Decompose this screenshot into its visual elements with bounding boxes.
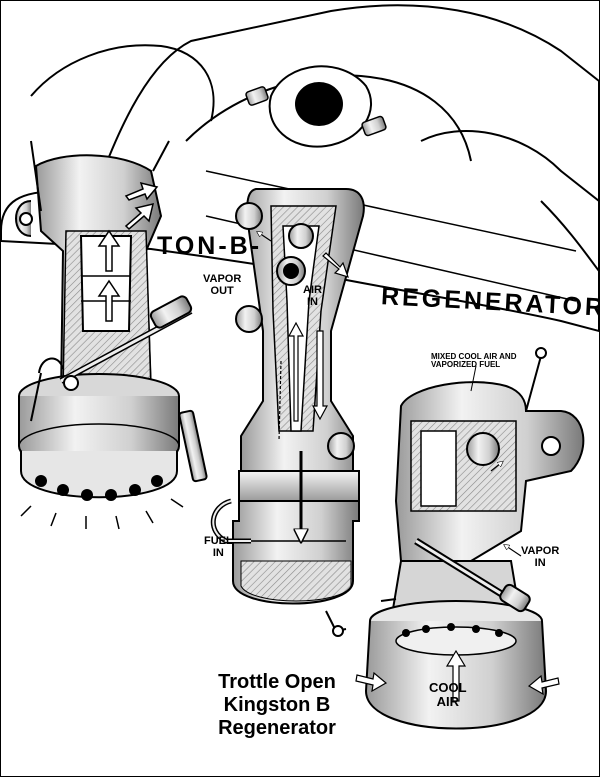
intake-manifold [1,4,599,333]
caption-line-3: Regenerator [218,717,336,739]
mixed-line-2: VAPORIZED FUEL [431,360,501,370]
air-in-line-1: AIR [303,284,322,296]
fuel-in-line-2: IN [212,546,224,559]
left-flow-arrows [20,181,184,530]
right-flow-arrows [355,365,560,702]
figure-caption: Trottle Open Kingston B Regenerator [197,671,357,740]
air-in-label: AIR IN [303,284,322,308]
vapor-in-line-1: VAPOR [521,545,560,557]
center-flow-arrows [259,233,349,536]
manifold-flange [245,65,387,148]
mixed-air-fuel-label: MIXED COOL AIR AND VAPORIZED FUEL [431,352,517,370]
vapor-in-line-2: IN [534,556,546,569]
fuel-in-line-1: FUEL [204,535,233,547]
mixed-line-1: MIXED COOL AIR AND [431,352,517,361]
fuel-in-label: FUEL IN [204,535,233,559]
cool-air-label: COOL AIR [429,681,467,708]
vapor-out-line-2: OUT [210,284,234,297]
vapor-out-label: VAPOR OUT [203,273,242,297]
vapor-out-line-1: VAPOR [203,273,242,285]
vapor-in-label: VAPOR IN [521,545,560,569]
caption-line-1: Trottle Open [218,671,336,693]
right-carburetor [364,347,585,730]
cool-air-line-2: AIR [436,693,459,709]
caption-line-2: Kingston B [223,694,331,716]
cool-air-line-1: COOL [429,680,467,695]
air-in-line-2: IN [306,295,318,308]
ton-b-label: TON-B- [157,232,263,260]
